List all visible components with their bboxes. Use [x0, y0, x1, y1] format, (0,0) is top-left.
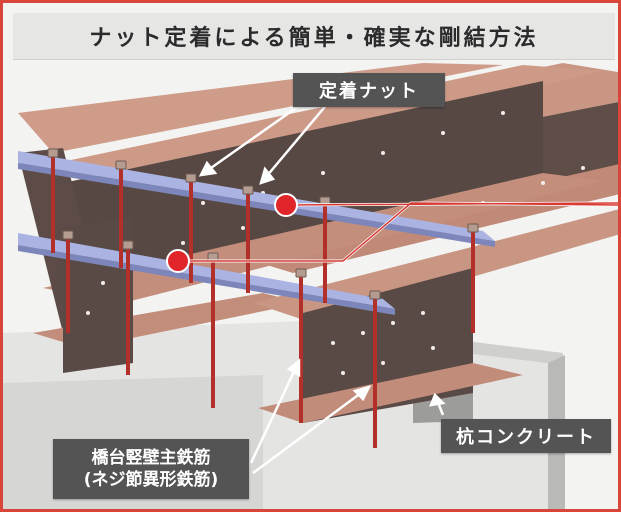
pointer-arrows — [198, 101, 446, 475]
label-abutment-rebar-line1: 橋台竪壁主鉄筋 — [91, 448, 211, 468]
label-abutment-rebar-line2: (ネジ節異形鉄筋) — [83, 470, 219, 490]
label-abutment-rebar: 橋台竪壁主鉄筋 (ネジ節異形鉄筋) — [53, 439, 249, 499]
label-pile-concrete: 杭コンクリート — [441, 419, 611, 453]
callout-dot-lower — [166, 249, 190, 273]
callout-dot-upper — [274, 193, 298, 217]
bridge-scene — [3, 3, 618, 509]
girder-front-right — [253, 209, 618, 423]
anchor-nuts — [47, 148, 479, 300]
label-anchor-nut: 定着ナット — [293, 73, 445, 107]
diagram-title: ナット定着による簡単・確実な剛結方法 — [89, 26, 539, 51]
callout-lines-core — [178, 202, 618, 262]
vertical-rebars — [51, 153, 475, 448]
title-band: ナット定着による簡単・確実な剛結方法 — [13, 13, 615, 60]
